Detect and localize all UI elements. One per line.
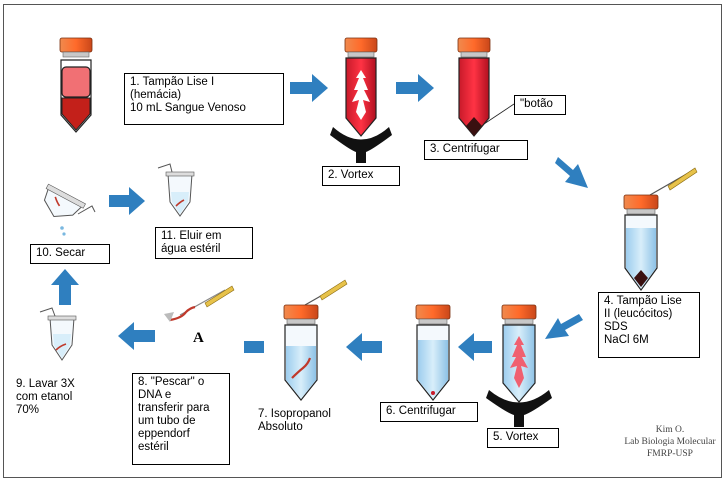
hook-fishing-dna (164, 285, 235, 322)
letter-a-label: A (193, 330, 204, 346)
tube-3-centrifuged (457, 37, 515, 137)
arrow-8-to-9 (118, 322, 155, 350)
tube-7-isopropanol (283, 279, 348, 401)
step-9-label: 9. Lavar 3X com etanol 70% (16, 378, 75, 416)
step-11-label: 11. Eluir em água estéril (155, 227, 253, 259)
step-10-label: 10. Secar (30, 244, 110, 264)
step-6-label: 6. Centrifugar (380, 402, 478, 422)
step-1-label: 1. Tampão Lise I (hemácia) 10 mL Sangue … (124, 73, 284, 125)
tube-6-centrifuged (415, 304, 451, 401)
arrow-7-to-8-dash (244, 341, 264, 353)
tube-9-eppendorf (39, 307, 77, 361)
tube-1-blood (59, 37, 93, 133)
arrow-2-to-3 (396, 74, 434, 102)
pellet-label: "botão (514, 95, 566, 115)
arrow-3-to-4 (555, 157, 588, 188)
step-4-label: 4. Tampão Lise II (leucócitos) SDS NaCl … (598, 292, 700, 358)
tube-4-lysis (623, 167, 698, 292)
arrow-5-to-6 (458, 333, 492, 361)
arrow-9-to-10 (51, 269, 79, 305)
tube-5-vortex (486, 304, 552, 427)
arrow-4-to-5 (545, 314, 583, 339)
step-8-label: 8. "Pescar" o DNA e transferir para um t… (132, 373, 230, 465)
step-2-label: 2. Vortex (322, 166, 400, 186)
flow-arrows (51, 74, 588, 361)
tube-11-eluted (157, 163, 195, 217)
credit-text: Kim O. Lab Biologia Molecular FMRP-USP (624, 425, 716, 459)
arrow-1-to-2 (290, 74, 328, 102)
step-7-label: 7. Isopropanol Absoluto (258, 408, 331, 433)
step-5-label: 5. Vortex (487, 428, 559, 448)
arrow-10-to-11 (109, 187, 145, 215)
tube-10-drying (43, 183, 96, 236)
arrow-6-to-7 (346, 333, 382, 361)
tube-2-vortex (330, 37, 392, 163)
step-3-label: 3. Centrifugar (424, 140, 528, 160)
diagram-frame (3, 4, 722, 478)
